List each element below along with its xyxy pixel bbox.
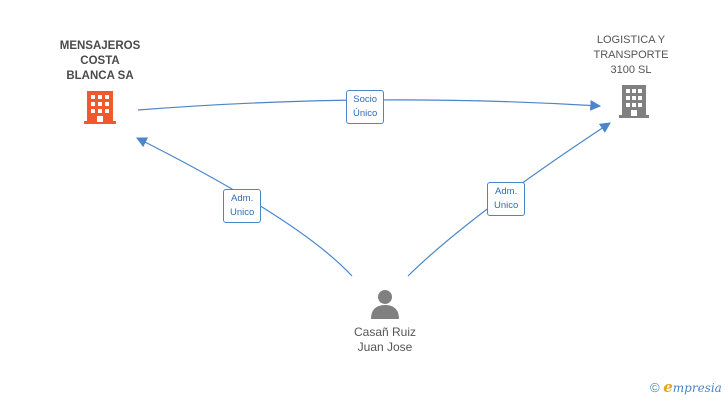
footer-brand[interactable]: © empresia	[650, 378, 722, 396]
company-a-name[interactable]: MENSAJEROS COSTA BLANCA SA	[40, 39, 160, 84]
company-b-line-1: LOGISTICA Y	[596, 34, 666, 46]
company-a-line-1: MENSAJEROS	[59, 40, 141, 52]
brand-logo: empresia	[663, 378, 722, 396]
company-a-line-3: BLANCA SA	[66, 70, 134, 82]
person-line-1: Casañ Ruiz	[353, 325, 417, 339]
edge-label-socio-line-2: Único	[353, 108, 378, 119]
company-a-line-2: COSTA	[80, 55, 120, 67]
edge-label-socio-unico[interactable]: Socio Único	[346, 90, 385, 124]
edge-label-adm-a-line-1: Adm.	[231, 193, 254, 204]
edge-adm-company-a	[136, 137, 353, 277]
company-b-name[interactable]: LOGISTICA Y TRANSPORTE 3100 SL	[576, 33, 686, 78]
edge-label-adm-company-a[interactable]: Adm. Unico	[223, 189, 262, 223]
company-b-line-3: 3100 SL	[610, 64, 652, 76]
edge-label-adm-company-b[interactable]: Adm. Unico	[487, 182, 526, 216]
person-icon[interactable]	[370, 289, 400, 319]
brand-initial: e	[663, 378, 673, 396]
company-b-line-2: TRANSPORTE	[593, 49, 669, 61]
edge-label-adm-b-line-2: Unico	[494, 200, 519, 211]
edge-label-adm-b-line-1: Adm.	[495, 186, 518, 197]
edge-label-adm-a-line-2: Unico	[230, 207, 255, 218]
brand-rest: mpresia	[672, 381, 722, 395]
building-icon[interactable]	[84, 89, 116, 125]
building-icon[interactable]	[618, 83, 650, 119]
person-line-2: Juan Jose	[357, 340, 413, 354]
copyright-icon: ©	[650, 380, 660, 395]
edge-label-socio-line-1: Socio	[353, 94, 378, 105]
person-name[interactable]: Casañ Ruiz Juan Jose	[320, 325, 450, 355]
